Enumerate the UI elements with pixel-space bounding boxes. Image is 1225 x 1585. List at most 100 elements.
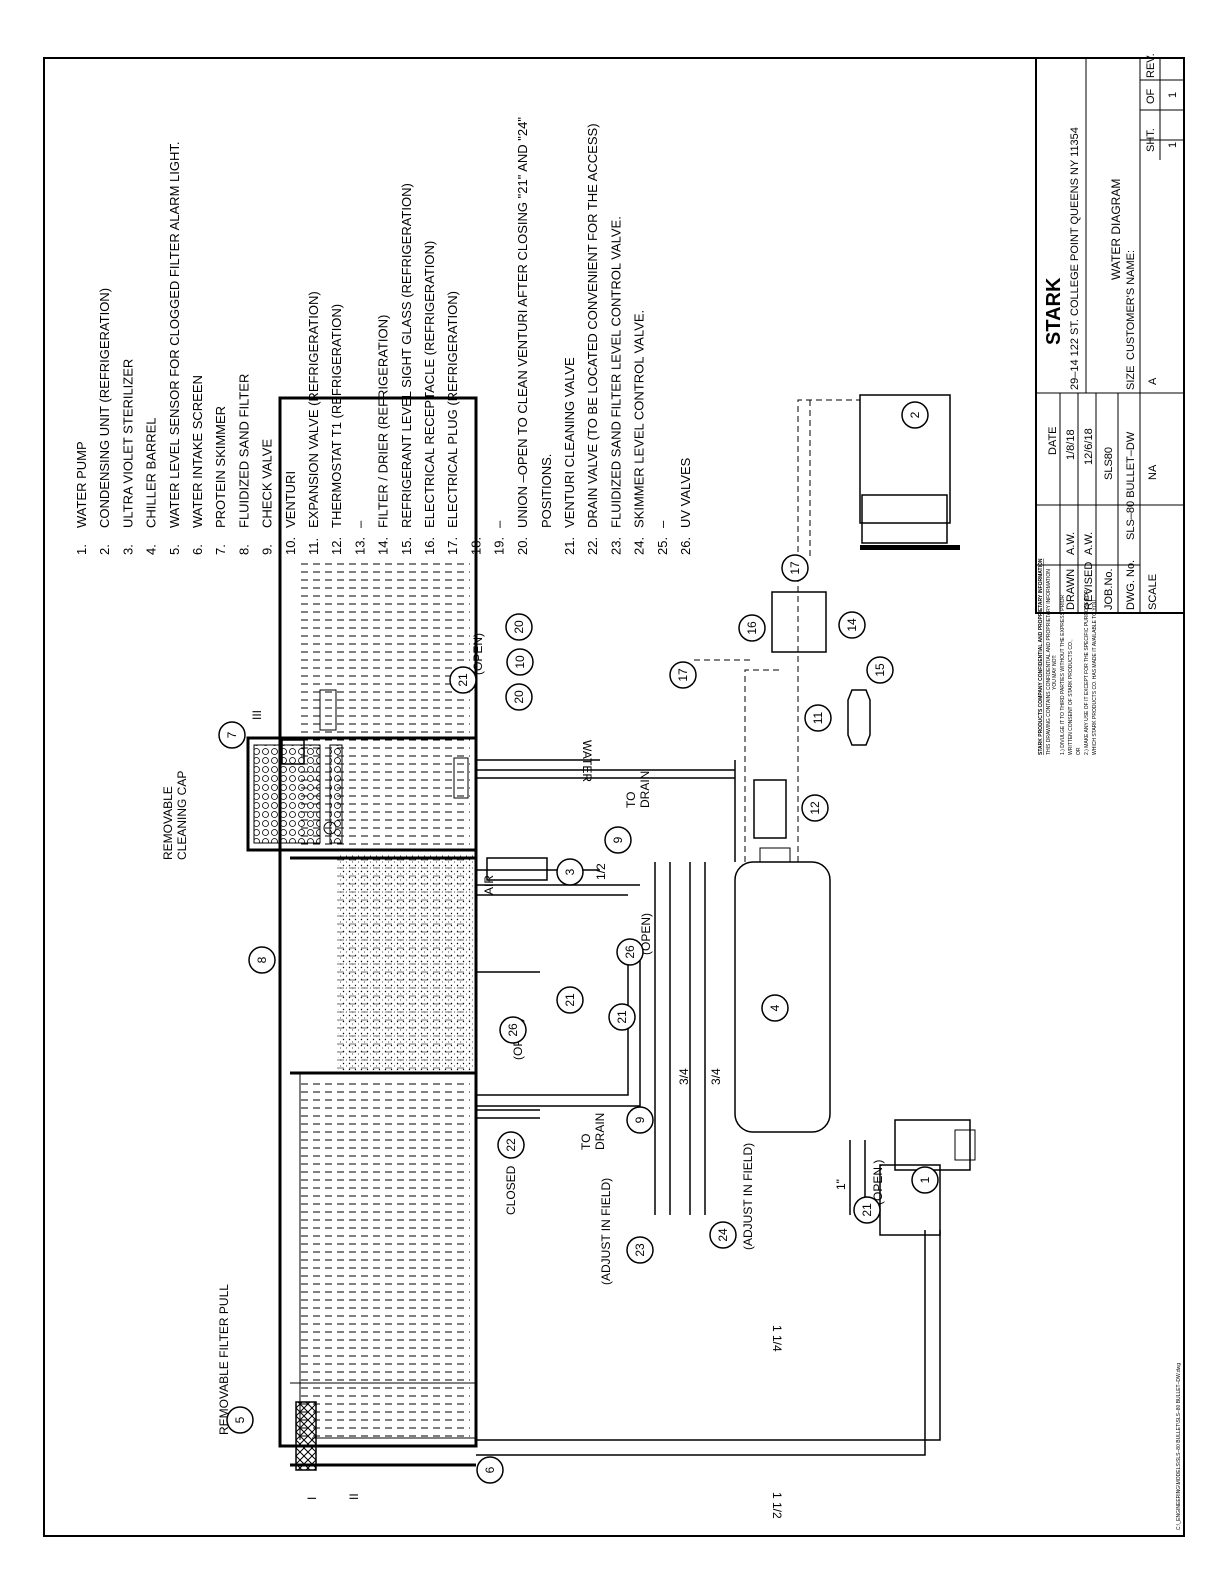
water-fill-lower [300,1080,470,1440]
legend-text: CHECK VALVE [260,439,275,528]
cleaning-cap-label-2: CLEANING CAP [175,771,189,860]
callout-circle [499,1016,527,1044]
legend-text: WATER PUMP [74,441,89,528]
sheet-border [43,57,1185,1537]
scale-label: SCALE [1147,574,1159,610]
legend-number: 10. [283,537,298,555]
electrical-wiring [690,399,860,862]
callout-circle [853,1196,881,1224]
callout-circle [226,1406,254,1434]
legend-number: 26. [678,537,693,555]
of-value: 1 [1167,92,1179,98]
filter-pull-label: REMOVABLE FILTER PULL [217,1284,231,1435]
callout-circle [616,938,644,966]
callout-circle [248,946,276,974]
callout-number: 17 [676,668,690,682]
uv-sterilizer [486,857,548,881]
pipe-one-half-label: 1 1/2 [770,1492,784,1519]
legend-number: 24. [632,537,647,555]
proprietary-line-2: YOU MAY NOT: [1052,655,1058,690]
cleaning-cap-label-1: REMOVABLE [161,786,175,860]
revised-by: A.W. [1083,532,1095,555]
company-address: 29–14 122 ST. COLLEGE POINT QUEENS NY 11… [1069,127,1081,390]
proprietary-line-4: WRITTEN CONSENT OF STARK PRODUCTS CO., [1068,639,1074,755]
callout-circle [804,704,832,732]
open-label-21: (OPEN) [471,633,485,675]
legend-text: FLUIDIZED SAND FILTER [236,374,251,528]
callout-circle [556,986,584,1014]
legend-text: VENTURI [283,471,298,528]
legend-number: 22. [585,537,600,555]
pipe-one-quarter-label: 1 1/4 [770,1325,784,1352]
legend-text: PROTEIN SKIMMER [213,406,228,528]
callout-number: 23 [633,1243,647,1257]
callout-circle [604,826,632,854]
pipe-one-label: 1" [834,1179,848,1190]
legend-text: THERMOSTAT T1 (REFRIGERATION) [329,304,344,528]
revised-label: REVISED [1083,562,1095,610]
callout-number: 20 [512,620,526,634]
size-value: A [1147,377,1159,385]
callout-number: 21 [860,1203,874,1217]
legend-number: 17. [445,537,460,555]
legend-text: EXPANSION VALVE (REFRIGERATION) [306,291,321,528]
legend-number: 13. [352,537,367,555]
legend-number: 11. [306,538,321,555]
level-label-2: II [347,1493,361,1500]
air-label: AIR [482,875,496,895]
company-name: STARK [1043,277,1065,345]
to-drain-label-2: DRAIN [593,1113,607,1150]
legend-number: 2. [97,544,112,555]
callout-number: 20 [512,690,526,704]
callout-number: 6 [483,1466,497,1473]
revised-date: 12/6/18 [1083,428,1095,465]
callout-circle [218,721,246,749]
callout-circle [738,614,766,642]
callout-number: 26 [623,945,637,959]
proprietary-line-7: WHICH STARK PRODUCTS CO. HAS MADE IT AVA… [1092,599,1098,755]
drawn-date: 1/8/18 [1065,429,1077,460]
callout-number: 7 [225,731,239,738]
protein-skimmer [246,689,478,852]
callout-circle [497,1131,525,1159]
legend-text: CONDENSING UNIT (REFRIGERATION) [97,288,112,528]
callouts: 1234567899101112141516171720202121212122… [218,401,939,1484]
legend-number: 14. [376,537,391,555]
legend-number: 20. [515,537,530,555]
callout-number: 24 [716,1228,730,1242]
legend-number: 25. [655,537,670,555]
callout-number: 10 [513,655,527,669]
proprietary-notice: STARK PRODUCTS COMPANY CONFIDENTIAL AND … [1038,558,1098,755]
legend-number: 23. [608,537,623,555]
condensing-unit [859,394,960,550]
sheet-label: SHT. [1145,128,1157,152]
legend-number: 15. [399,537,414,555]
callout-number: 3 [563,868,577,875]
legend-number: 9. [260,544,275,555]
proprietary-line-5: OR [1076,747,1082,755]
water-fill-upper [300,560,470,850]
callout-number: 9 [611,836,625,843]
callout-number: 21 [615,1010,629,1024]
sheet-value: 1 [1167,142,1179,148]
open-dot-label: (OPEN.) [871,1160,885,1205]
water-label: WATER [580,740,594,782]
filter-drier [847,689,871,746]
legend-text: ULTRA VIOLET STERILIZER [120,359,135,528]
legend-text: FLUIDIZED SAND FILTER LEVEL CONTROL VALV… [608,216,623,528]
pipework [476,759,941,1456]
rev-label: REV. [1145,53,1157,78]
legend-text: WATER LEVEL SENSOR FOR CLOGGED FILTER AL… [167,142,182,528]
adjust-field-label-2: (ADJUST IN FIELD) [741,1143,755,1250]
title-block [1035,57,1185,614]
job-label: JOB.No. [1103,568,1115,610]
callout-number: 21 [563,993,577,1007]
callout-circle [505,613,533,641]
legend-number: 16. [422,537,437,555]
callout-number: 2 [908,411,922,418]
callout-circle [911,1166,939,1194]
to-drain-top-label-1: TO [624,792,638,808]
callout-circle [626,1236,654,1264]
legend-number: 12. [329,537,344,555]
legend-number: 21. [562,537,577,555]
